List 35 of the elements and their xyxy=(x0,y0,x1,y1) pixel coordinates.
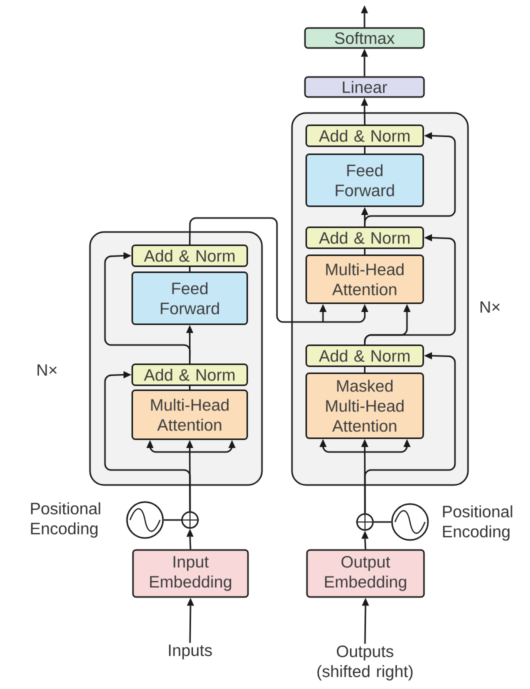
arrow xyxy=(104,252,191,364)
masked-attention-box: Masked Multi-Head Attention xyxy=(306,372,424,439)
attention-box: Multi-Head Attention xyxy=(132,390,248,440)
arrow xyxy=(364,352,456,514)
adder-symbol xyxy=(180,510,200,530)
norm-layer-box: Add & Norm xyxy=(306,226,424,249)
arrow xyxy=(104,371,191,512)
norm-layer-box: Add & Norm xyxy=(306,344,424,367)
arrow xyxy=(364,132,456,227)
arrow xyxy=(361,530,369,550)
arrow xyxy=(186,598,194,643)
arrow xyxy=(186,528,194,550)
arrow xyxy=(362,598,370,644)
arrow xyxy=(360,5,368,28)
norm-layer-box: Add & Norm xyxy=(306,124,424,147)
arrow xyxy=(364,234,456,345)
output-label: Outputs (shifted right) xyxy=(317,646,413,680)
linear-box: Linear xyxy=(304,76,425,98)
encoding-label: Positional Encoding xyxy=(443,505,512,541)
repeat-label: N× xyxy=(480,301,500,313)
feed-forward-box: Feed Forward xyxy=(132,272,248,325)
encoding-label: Positional Encoding xyxy=(31,502,100,538)
arrow xyxy=(189,217,368,323)
norm-layer-box: Add & Norm xyxy=(132,244,248,267)
embedding-box: Output Embedding xyxy=(306,549,425,598)
softmax-box: Softmax xyxy=(304,27,425,49)
norm-layer-box: Add & Norm xyxy=(132,364,248,386)
repeat-label: N× xyxy=(38,364,57,376)
arrow xyxy=(360,98,368,125)
input-label: Inputs xyxy=(169,644,212,660)
feed-forward-box: Feed Forward xyxy=(306,154,424,207)
arrow xyxy=(360,48,368,76)
attention-box: Multi-Head Attention xyxy=(306,254,424,304)
embedding-box: Input Embedding xyxy=(132,549,249,598)
adder-symbol xyxy=(356,512,374,532)
